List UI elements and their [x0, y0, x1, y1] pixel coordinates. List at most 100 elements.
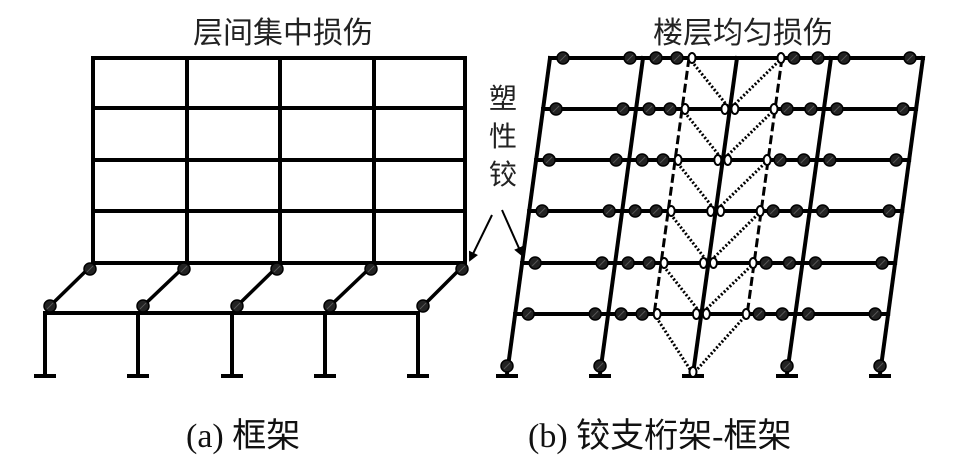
plastic-hinge [43, 299, 57, 313]
plastic-hinge [614, 307, 628, 321]
plastic-hinge [782, 256, 797, 270]
plastic-hinge [528, 256, 542, 270]
collapsed-column [420, 264, 465, 309]
pin-hinge [666, 205, 676, 217]
plastic-hinge [609, 153, 623, 167]
plastic-hinge [837, 51, 851, 65]
plastic-hinge [549, 102, 563, 116]
truss-chord [745, 57, 784, 315]
label-char: 性 [488, 120, 517, 153]
plastic-hinge [815, 204, 830, 218]
panel-b-title: 楼层均匀损伤 [653, 16, 833, 51]
frame-a [34, 56, 469, 378]
pin-hinge [652, 308, 662, 320]
truss-diagonal [659, 262, 703, 315]
label-char: 铰 [488, 158, 517, 191]
pin-hinge [776, 52, 786, 64]
panel-b-caption: (b) 铰支桁架-框架 [528, 418, 792, 455]
plastic-hinge [808, 256, 823, 270]
plastic-hinge [780, 359, 794, 373]
pin-hinge [673, 154, 683, 166]
hinge-arrows [469, 209, 524, 262]
collapsed-column [47, 264, 93, 309]
plastic-hinge [623, 51, 637, 65]
pin-hinge [723, 154, 733, 166]
pin-hinge [687, 52, 697, 64]
plastic-hinge [775, 307, 790, 321]
truss-diagonal [707, 209, 763, 265]
pin-hinge [755, 205, 765, 217]
plastic-hinge [789, 204, 804, 218]
truss-diagonal [691, 312, 749, 376]
pin-hinge [688, 366, 698, 378]
plastic-hinge [896, 102, 910, 116]
pin-hinge [708, 257, 718, 269]
pin-hinge [713, 154, 723, 166]
pin-hinge [730, 103, 740, 115]
plastic-hinge [83, 262, 97, 276]
panel-a-title: 层间集中损伤 [193, 16, 373, 51]
plastic-hinge [535, 204, 549, 218]
pin-hinge [769, 103, 779, 115]
plastic-hinge [635, 307, 649, 321]
plastic-hinge [830, 102, 844, 116]
pin-hinge [701, 308, 711, 320]
pin-hinge [720, 103, 730, 115]
plastic-hinge [656, 153, 670, 167]
plastic-hinge [270, 262, 284, 276]
plastic-hinge [873, 359, 887, 373]
plastic-hinge [177, 262, 191, 276]
truss-diagonal [721, 107, 777, 162]
panel-a-caption: (a) 框架 [186, 418, 301, 455]
collapsed-column [234, 264, 280, 309]
plastic-hinge [759, 256, 773, 270]
truss-diagonal [728, 56, 784, 111]
leaning-column [784, 55, 834, 377]
plastic-hinge [556, 51, 570, 65]
pin-hinge [698, 257, 708, 269]
plastic-hinge [804, 102, 818, 116]
plastic-hinge [455, 262, 469, 276]
collapsed-column [140, 264, 187, 309]
plastic-hinge [642, 102, 656, 116]
pin-hinge [691, 308, 701, 320]
truss-diagonal [687, 57, 732, 110]
plastic-hinge [136, 299, 150, 313]
pin-hinge [659, 257, 669, 269]
pin-hinge [762, 154, 772, 166]
arrow-to-frame-b [501, 209, 524, 257]
plastic-hinge [628, 204, 642, 218]
plastic-hinge [416, 299, 430, 313]
plastic-hinge [670, 51, 684, 65]
plastic-hinge [595, 256, 609, 270]
plastic-hinge [823, 153, 837, 167]
plastic-hinge [811, 51, 825, 65]
plastic-hinge [882, 204, 896, 218]
truss-chord [652, 57, 691, 315]
arrow-to-frame-a [469, 214, 493, 262]
plastic-hinge [230, 299, 244, 313]
plastic-hinge [773, 153, 787, 167]
plastic-hinge [766, 204, 780, 218]
pin-hinge [716, 205, 726, 217]
label-char: 塑 [488, 82, 517, 115]
plastic-hinge [649, 204, 663, 218]
plastic-hinge [593, 359, 607, 373]
plastic-hinge [889, 153, 903, 167]
plastic-hinge [787, 51, 801, 65]
plastic-hinge-label: 塑 性 铰 [487, 80, 519, 194]
plastic-hinge [635, 153, 649, 167]
frame-b [496, 51, 926, 378]
plastic-hinge [588, 307, 602, 321]
plastic-hinge [542, 153, 556, 167]
pin-hinge [748, 257, 758, 269]
collapsed-column [327, 264, 374, 309]
plastic-hinge [500, 359, 514, 373]
truss-diagonal [673, 159, 717, 212]
leaning-column [690, 55, 740, 377]
pin-hinge [680, 103, 690, 115]
truss-diagonal [680, 108, 724, 161]
pin-hinge [706, 205, 716, 217]
truss-diagonal [652, 313, 695, 375]
